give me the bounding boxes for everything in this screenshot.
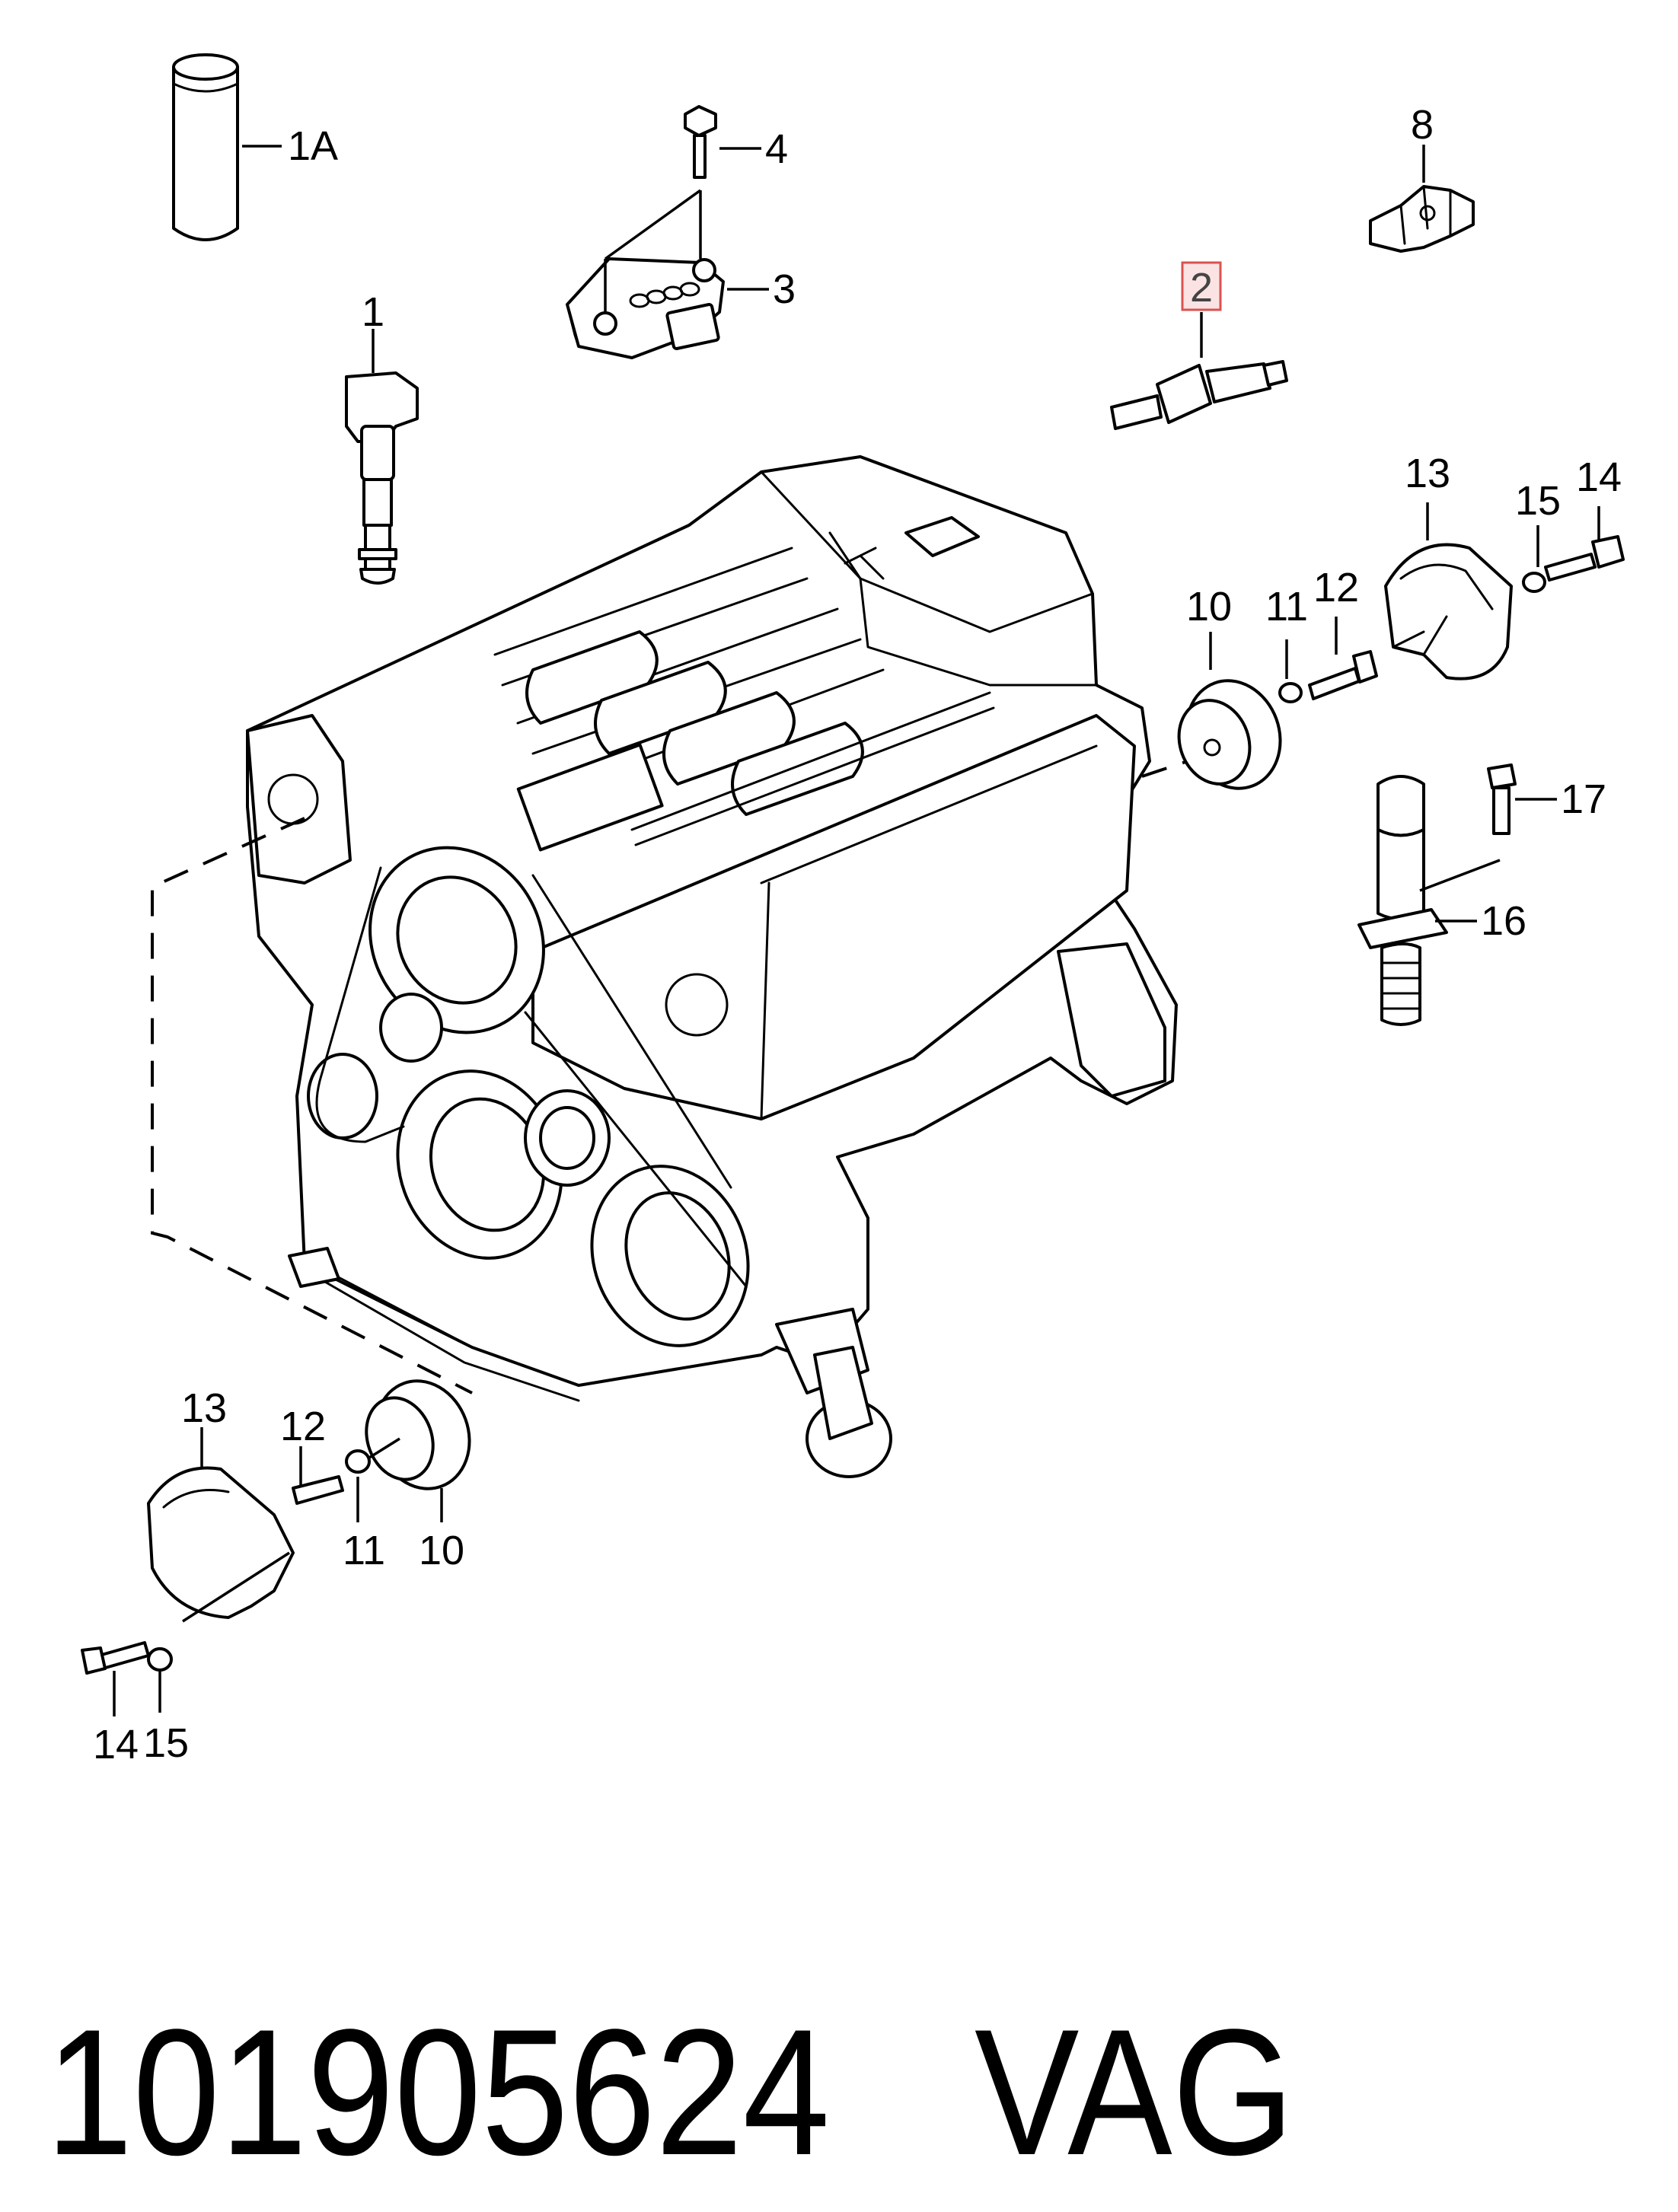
callout-11-left: 11	[343, 1528, 385, 1573]
part-3-control-module	[566, 257, 769, 359]
callout-16: 16	[1481, 898, 1526, 944]
engine-assembly	[151, 455, 1211, 1478]
callout-3: 3	[773, 266, 796, 312]
callout-8: 8	[1411, 102, 1434, 148]
footer: 101905624 VAG	[46, 1992, 1294, 2193]
callout-15-right: 15	[1515, 478, 1561, 524]
part-4-screw	[604, 105, 761, 314]
callout-1a: 1A	[288, 123, 338, 169]
callout-11-right: 11	[1265, 584, 1308, 629]
part-number: 101905624	[46, 1992, 830, 2193]
part-16-solenoid-valve	[1357, 775, 1501, 1026]
callout-12-left: 12	[280, 1404, 326, 1449]
callout-4: 4	[765, 126, 788, 172]
part-8-clip	[1369, 145, 1475, 253]
brand: VAG	[975, 1992, 1294, 2193]
callout-14-right: 14	[1576, 454, 1622, 500]
callout-15-left: 15	[143, 1720, 189, 1766]
callout-labels: 1A 1 4 3 2 8 13 15 14 10 11 12 17 16 13 …	[93, 102, 1622, 1767]
callout-2-highlight	[1181, 261, 1222, 311]
callout-14-left: 14	[93, 1722, 139, 1767]
left-camshaft-sensor-group	[81, 1379, 471, 1716]
part-17-screw	[1487, 763, 1557, 835]
callout-13-right: 13	[1405, 451, 1450, 496]
right-camshaft-sensor-group	[1177, 502, 1625, 790]
callout-10-right: 10	[1186, 584, 1232, 629]
callout-1: 1	[362, 289, 384, 335]
callout-2: 2	[1190, 265, 1213, 311]
callout-17: 17	[1561, 776, 1606, 822]
callout-12-right: 12	[1313, 565, 1359, 610]
callout-10-left: 10	[419, 1528, 464, 1573]
callout-13-left: 13	[181, 1385, 227, 1431]
part-1-ignition-coil	[345, 329, 419, 585]
part-1a-aerosol-can	[172, 53, 282, 241]
part-2-spark-plug	[1110, 312, 1288, 430]
